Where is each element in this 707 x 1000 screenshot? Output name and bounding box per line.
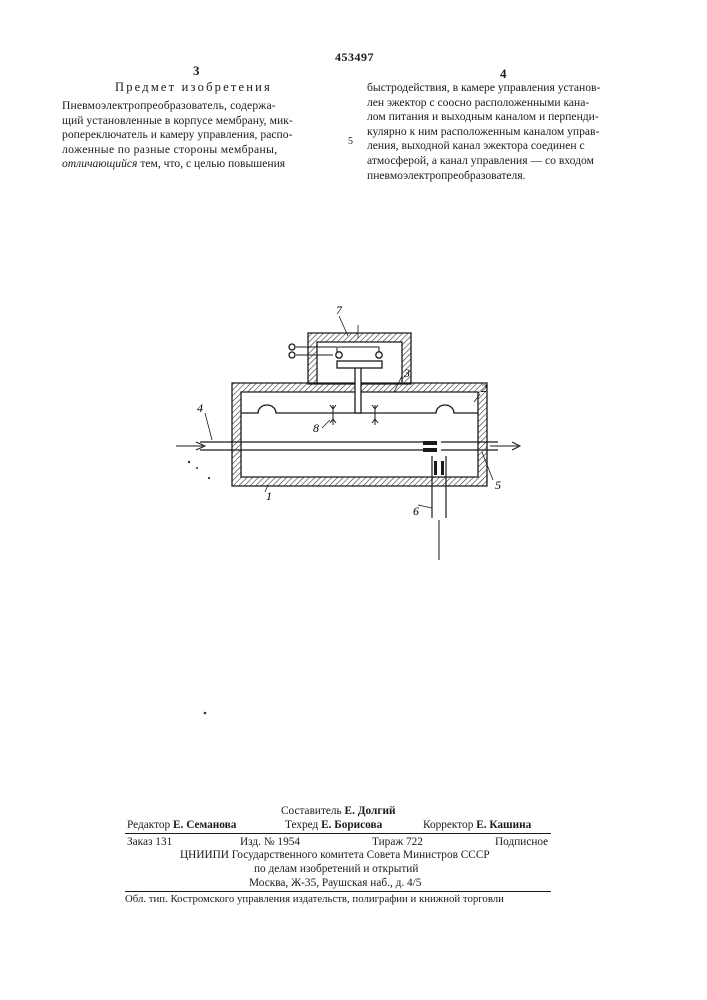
org-line-2: по делам изобретений и открытий bbox=[254, 862, 418, 876]
corrector-line: Корректор Е. Кашина bbox=[423, 818, 531, 832]
compiler-line: Составитель Е. Долгий bbox=[281, 804, 395, 818]
label-8: 8 bbox=[313, 421, 319, 435]
label-5: 5 bbox=[495, 478, 501, 492]
order-number: Заказ 131 bbox=[127, 835, 172, 849]
stem bbox=[355, 366, 361, 413]
compiler-name: Е. Долгий bbox=[345, 805, 396, 817]
outlet-channel bbox=[441, 442, 498, 450]
techred-line: Техред Е. Борисова bbox=[285, 818, 382, 832]
terminal-upper bbox=[289, 344, 295, 350]
org-line-1: ЦНИИПИ Государственного комитета Совета … bbox=[180, 848, 490, 862]
techred-name: Е. Борисова bbox=[321, 819, 382, 831]
label-2: 2 bbox=[481, 381, 487, 395]
corrector-label: Корректор bbox=[423, 819, 473, 831]
techred-label: Техред bbox=[285, 819, 318, 831]
stem-head bbox=[337, 361, 382, 368]
corrector-name: Е. Кашина bbox=[476, 819, 531, 831]
contact-left bbox=[336, 352, 342, 358]
edition-number: Изд. № 1954 bbox=[240, 835, 300, 849]
editor-name: Е. Семанова bbox=[173, 819, 236, 831]
label-3: 3 bbox=[403, 366, 410, 380]
label-6: 6 bbox=[413, 504, 419, 518]
editor-label: Редактор bbox=[127, 819, 170, 831]
compiler-label: Составитель bbox=[281, 805, 342, 817]
org-line-3: Москва, Ж-35, Раушская наб., д. 4/5 bbox=[249, 876, 421, 890]
printer-line: Обл. тип. Костромского управления издате… bbox=[125, 892, 504, 906]
editor-line: Редактор Е. Семанова bbox=[127, 818, 236, 832]
ejector-nozzle bbox=[423, 441, 437, 445]
label-1: 1 bbox=[266, 489, 272, 503]
terminal-lower bbox=[289, 352, 295, 358]
footer-divider-top bbox=[125, 833, 551, 834]
label-4: 4 bbox=[197, 401, 203, 415]
contact-right bbox=[376, 352, 382, 358]
label-7: 7 bbox=[336, 303, 343, 317]
subscription-note: Подписное bbox=[495, 835, 548, 849]
print-run: Тираж 722 bbox=[372, 835, 423, 849]
